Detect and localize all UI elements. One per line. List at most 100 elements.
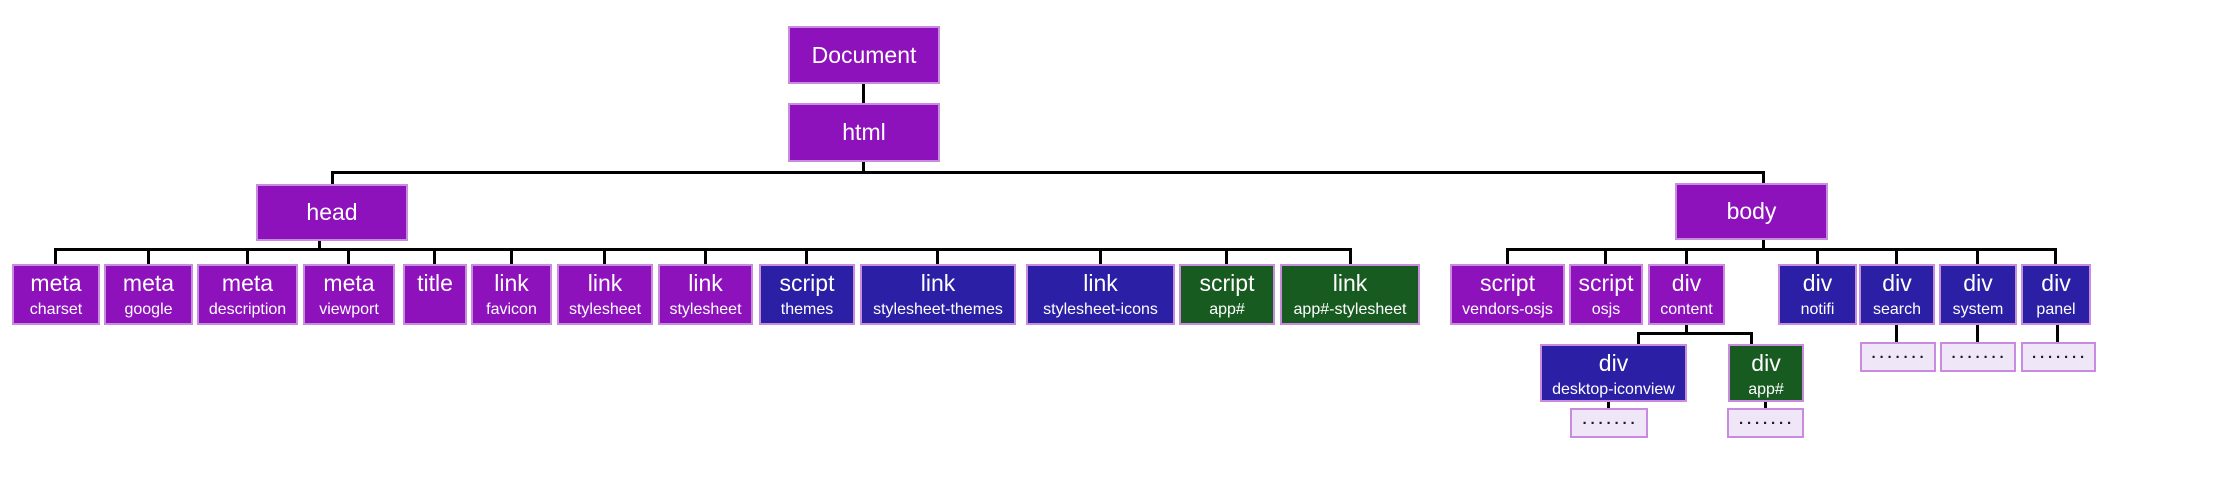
connector-line <box>1349 251 1352 264</box>
node-label: script <box>779 270 835 296</box>
node-sublabel: description <box>208 301 287 318</box>
connector-line <box>1506 251 1509 264</box>
node-label: div <box>1671 270 1702 296</box>
placeholder-box-desktop-iconview: ······· <box>1570 408 1648 438</box>
connector-line <box>1099 251 1102 264</box>
node-label: div <box>1598 350 1629 376</box>
node-label: link <box>1083 270 1118 296</box>
connector-line <box>1637 332 1753 335</box>
connector-line <box>936 251 939 264</box>
node-label: html <box>842 119 886 145</box>
connector-line <box>862 162 865 174</box>
node-label: div <box>1882 270 1912 296</box>
node-div-system: div system <box>1939 264 2017 325</box>
connector-line <box>347 251 350 264</box>
node-link-stylesheet-1: link stylesheet <box>557 264 653 325</box>
node-label: link <box>494 270 529 296</box>
connector-line <box>1604 251 1607 264</box>
node-label: body <box>1726 198 1777 224</box>
node-meta-google: meta google <box>104 264 193 325</box>
node-document: Document <box>788 26 940 84</box>
connector-line <box>1750 332 1753 344</box>
node-meta-description: meta description <box>197 264 298 325</box>
connector-line <box>2054 251 2057 264</box>
connector-line <box>1506 248 2057 251</box>
node-div-notifi: div notifi <box>1778 264 1857 325</box>
connector-line <box>1976 325 1979 342</box>
node-sublabel: vendors-osjs <box>1462 301 1553 318</box>
placeholder-box-system: ······· <box>1940 342 2016 372</box>
node-sublabel: stylesheet-themes <box>873 301 1003 318</box>
node-label: script <box>1199 270 1255 296</box>
node-script-vendors-osjs: script vendors-osjs <box>1450 264 1565 325</box>
connector-line <box>246 251 249 264</box>
connector-line <box>331 171 334 184</box>
node-label: meta <box>30 270 82 296</box>
node-sublabel: panel <box>2036 301 2076 318</box>
node-sublabel: charset <box>29 301 83 318</box>
connector-line <box>1816 251 1819 264</box>
node-body: body <box>1675 183 1828 240</box>
node-label: title <box>417 270 453 296</box>
node-link-favicon: link favicon <box>471 264 552 325</box>
node-div-search: div search <box>1859 264 1935 325</box>
node-label: link <box>920 270 956 296</box>
connector-line <box>318 241 321 251</box>
connector-line <box>805 251 808 264</box>
node-label: script <box>1578 270 1634 296</box>
node-script-app: script app# <box>1179 264 1275 325</box>
connector-line <box>433 251 436 264</box>
node-sublabel: stylesheet <box>669 301 742 318</box>
node-link-app-stylesheet: link app#-stylesheet <box>1280 264 1420 325</box>
connector-line <box>1895 325 1898 342</box>
node-label: head <box>306 199 358 225</box>
node-head: head <box>256 184 408 241</box>
node-label: div <box>1751 350 1781 376</box>
connector-line <box>1762 171 1765 183</box>
node-sublabel: content <box>1660 301 1713 318</box>
node-label: Document <box>811 41 917 68</box>
node-label: div <box>1802 270 1833 296</box>
node-label: link <box>1332 270 1368 296</box>
node-div-app: div app# <box>1728 344 1804 402</box>
node-div-panel: div panel <box>2021 264 2091 325</box>
node-sublabel: desktop-iconview <box>1552 381 1675 398</box>
node-sublabel: viewport <box>319 301 379 318</box>
node-title: title <box>403 264 467 325</box>
node-sublabel: app#-stylesheet <box>1293 301 1407 318</box>
connector-line <box>862 84 865 103</box>
connector-line <box>603 251 606 264</box>
node-label: div <box>1963 270 1993 296</box>
node-html: html <box>788 103 940 162</box>
node-meta-viewport: meta viewport <box>303 264 395 325</box>
node-sublabel: app# <box>1748 381 1784 398</box>
node-meta-charset: meta charset <box>12 264 100 325</box>
connector-line <box>1895 251 1898 264</box>
connector-line <box>1225 251 1228 264</box>
connector-line <box>510 251 513 264</box>
connector-line <box>1762 240 1765 251</box>
connector-line <box>1607 402 1610 408</box>
node-label: meta <box>221 270 274 296</box>
node-link-stylesheet-2: link stylesheet <box>658 264 753 325</box>
node-div-content: div content <box>1648 264 1725 325</box>
connector-line <box>54 251 57 264</box>
connector-line <box>1685 325 1688 335</box>
connector-line <box>1637 332 1640 344</box>
node-sublabel: search <box>1872 301 1922 318</box>
node-label: meta <box>323 270 375 296</box>
node-sublabel: stylesheet-icons <box>1043 301 1158 318</box>
node-script-themes: script themes <box>759 264 855 325</box>
placeholder-box-panel: ······· <box>2021 342 2096 372</box>
placeholder-box-app: ······· <box>1727 408 1804 438</box>
node-div-desktop-iconview: div desktop-iconview <box>1540 344 1687 402</box>
node-sublabel: app# <box>1209 301 1245 318</box>
placeholder-box-search: ······· <box>1860 342 1936 372</box>
connector-line <box>704 251 707 264</box>
node-label: script <box>1480 270 1535 296</box>
node-sublabel: google <box>124 301 173 318</box>
node-script-osjs: script osjs <box>1569 264 1643 325</box>
connector-line <box>331 171 1765 174</box>
node-sublabel: osjs <box>1591 301 1621 318</box>
